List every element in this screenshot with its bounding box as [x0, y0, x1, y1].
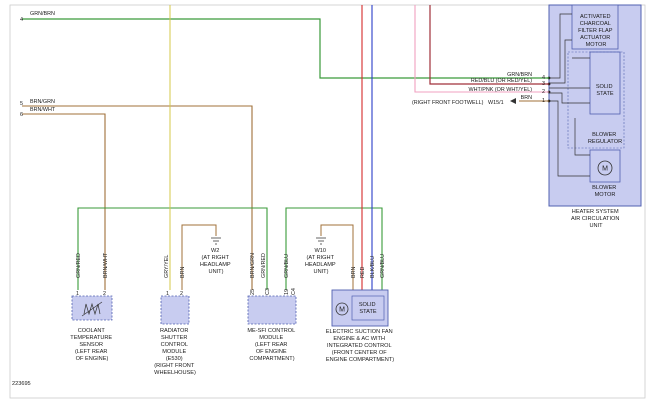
wire-label-hv-4: GRN/BRN	[507, 72, 532, 78]
heater-system-label: HEATER SYSTEM AIR CIRCULATION UNIT	[571, 209, 621, 229]
heater-internal-wiring	[549, 13, 590, 177]
wire-label-hv-1: BRN	[521, 95, 532, 101]
wire-label-hv-2: WHT/PNK (OR WHT/YEL)	[469, 87, 533, 93]
pin-me-4: C4	[291, 288, 297, 295]
wire-label-me-1: BRN/GRN	[250, 253, 256, 278]
blower-regulator-box	[567, 51, 625, 149]
blower-motor-label: BLOWER MOTOR	[592, 185, 618, 198]
wire-brn-grn-5	[22, 105, 253, 290]
pin-left-6: 6	[20, 112, 23, 118]
pin-coolant-2: 2	[103, 291, 106, 297]
ground-w10-label: W10 (AT RIGHT HEADLAMP UNIT)	[305, 248, 337, 275]
activated-filter-box	[571, 4, 619, 50]
wire-label-coolant-2: BRN/WHT	[103, 252, 109, 278]
shutter-module-label: RADIATOR SHUTTER CONTROL MODULE (E530) (…	[154, 328, 196, 376]
ground-w2-icon	[211, 237, 221, 245]
fan-motor-icon	[335, 302, 349, 316]
pin-hv-3: 3	[542, 81, 545, 87]
ground-w15-location: (RIGHT FRONT FOOTWELL)	[412, 100, 484, 106]
wire-brn-shutter	[181, 224, 217, 290]
wire-label-fan-2: RED	[360, 267, 366, 278]
wire-label-fan-3: BLK/BLU	[370, 256, 376, 278]
activated-filter-label: ACTIVATED CHARCOAL FILTER FLAP ACTUATOR …	[578, 14, 614, 48]
fan-engine-label: ELECTRIC SUCTION FAN ENGINE & AC WITH IN…	[326, 329, 394, 363]
wire-label-hv-3: RED/BLU (OR RED/YEL)	[471, 78, 532, 84]
shutter-module-box	[160, 295, 190, 325]
pin-coolant-1: 1	[76, 291, 79, 297]
wire-label-fan-4: GRN/BLU	[380, 254, 386, 278]
wire-grn-blu	[285, 207, 383, 290]
wire-wht-pnk-2	[414, 5, 549, 93]
wire-label-me-2: GRN/RED	[261, 253, 267, 278]
ground-w10-icon	[316, 237, 326, 245]
ground-w15-arrow	[510, 98, 516, 104]
wire-brn-fan	[320, 224, 354, 290]
wire-label-me-3: GRN/BLU	[284, 254, 290, 278]
diagram-border	[9, 4, 646, 399]
ground-w2-label: W2 (AT RIGHT HEADLAMP UNIT)	[200, 248, 232, 275]
wire-label-fan-1: BRN	[351, 267, 357, 278]
coolant-sensor-box	[71, 295, 113, 321]
fan-motor-symbol: M	[339, 307, 345, 314]
wire-label-w5-left: BRN/GRN	[30, 99, 55, 105]
solid-state-box	[589, 51, 621, 115]
wire-brn-wht-6	[22, 113, 106, 290]
ground-w15-label: W15/1	[488, 100, 504, 106]
pin-hv-2: 2	[542, 89, 545, 95]
wire-label-w4-left: GRN/BRN	[30, 11, 55, 17]
coolant-sensor-label: COOLANT TEMPERATURE SENSOR (LEFT REAR OF…	[70, 328, 113, 362]
figure-id: 223695	[12, 381, 31, 387]
solid-state-label: SOLID STATE	[596, 84, 614, 97]
pin-left-4: 4	[20, 17, 23, 23]
wire-red-blu-3	[429, 5, 549, 85]
pin-me-3: 19	[284, 289, 290, 295]
wire-label-shutter-1: GRY/YEL	[164, 255, 170, 278]
blower-motor-box	[589, 149, 621, 183]
fan-solid-state-box	[351, 295, 385, 321]
pin-left-5: 5	[20, 101, 23, 107]
wire-grn-red-coolant	[77, 207, 268, 290]
pin-shutter-1: 1	[166, 291, 169, 297]
pin-me-2: C3	[265, 288, 271, 295]
fan-solid-state-label: SOLID STATE	[359, 302, 377, 315]
pin-hv-4: 4	[542, 75, 545, 81]
blower-regulator-label: BLOWER REGULATOR	[588, 132, 622, 145]
pin-shutter-2: 2	[180, 291, 183, 297]
wire-grn-brn-4	[22, 18, 549, 79]
thermistor-icon	[81, 301, 103, 317]
pin-me-1: 25	[250, 289, 256, 295]
pin-hv-1: 1	[542, 98, 545, 104]
wire-label-coolant-1: GRN/RED	[76, 253, 82, 278]
blower-motor-symbol: M	[602, 166, 608, 173]
me-module-label: ME-SFI CONTROL MODULE (LEFT REAR OF ENGI…	[247, 328, 296, 362]
wire-label-w6-left: BRN/WHT	[30, 107, 56, 113]
blower-motor-icon	[597, 160, 613, 176]
wire-label-shutter-2: BRN	[180, 267, 186, 278]
me-module-box	[247, 295, 297, 325]
